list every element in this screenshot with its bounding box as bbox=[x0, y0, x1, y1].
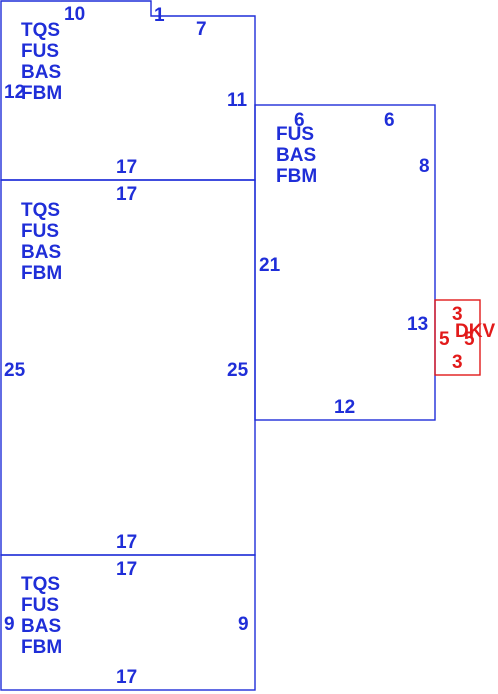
right-area-outline bbox=[254, 104, 436, 421]
middle-left-dim-top: 17 bbox=[116, 184, 137, 205]
bottom-left-dim-bottom: 17 bbox=[116, 667, 137, 688]
top-left-code: FBM bbox=[21, 83, 62, 104]
right-code: FUS bbox=[276, 124, 314, 145]
middle-left-code: BAS bbox=[21, 242, 61, 263]
bottom-left-dim-left: 9 bbox=[4, 614, 15, 635]
right-dim-top-a: 6 bbox=[294, 110, 305, 131]
small-right-area-outline bbox=[434, 299, 481, 376]
right-dim-right: 8 bbox=[419, 156, 430, 177]
middle-left-area: 17 25 25 17 TQS FUS BAS FBM bbox=[4, 184, 249, 553]
right-area: 6 6 8 21 13 12 FUS BAS FBM bbox=[259, 110, 430, 418]
bottom-left-code: FBM bbox=[21, 637, 62, 658]
middle-left-dim-right: 25 bbox=[227, 360, 249, 381]
right-dim-top-b: 6 bbox=[384, 110, 395, 131]
top-left-code: BAS bbox=[21, 62, 61, 83]
right-dim-inner: 13 bbox=[407, 314, 428, 335]
bottom-left-code: BAS bbox=[21, 616, 61, 637]
small-right-dim-top: 3 bbox=[452, 304, 463, 325]
right-dim-left: 21 bbox=[259, 255, 281, 276]
right-code: BAS bbox=[276, 145, 316, 166]
bottom-left-code: FUS bbox=[21, 595, 59, 616]
small-right-dim-bottom: 3 bbox=[452, 352, 463, 373]
bottom-left-dim-right: 9 bbox=[238, 614, 249, 635]
right-code: FBM bbox=[276, 166, 317, 187]
middle-left-dim-bottom: 17 bbox=[116, 532, 137, 553]
right-dim-bottom: 12 bbox=[334, 397, 355, 418]
top-left-dim-bottom: 17 bbox=[116, 157, 137, 178]
small-right-code: DKV bbox=[455, 321, 495, 342]
bottom-left-area: 17 9 9 17 TQS FUS BAS FBM bbox=[4, 559, 249, 688]
middle-left-code: TQS bbox=[21, 200, 60, 221]
top-left-dim-top-b: 1 bbox=[154, 5, 165, 26]
top-left-area: 10 1 7 12 11 17 TQS FUS BAS FBM bbox=[4, 4, 248, 178]
top-left-code: FUS bbox=[21, 41, 59, 62]
top-left-dim-right: 11 bbox=[227, 90, 248, 111]
top-left-dim-left: 12 bbox=[4, 82, 25, 103]
small-right-area: 3 5 5 3 DKV bbox=[439, 304, 495, 373]
top-left-dim-top-c: 7 bbox=[196, 19, 207, 40]
middle-left-code: FUS bbox=[21, 221, 59, 242]
bottom-left-dim-top: 17 bbox=[116, 559, 137, 580]
bottom-left-area-outline bbox=[0, 554, 256, 691]
bottom-left-code: TQS bbox=[21, 574, 60, 595]
small-right-dim-right: 5 bbox=[464, 329, 475, 350]
middle-left-code: FBM bbox=[21, 263, 62, 284]
small-right-dim-left: 5 bbox=[439, 329, 450, 350]
top-left-dim-top-a: 10 bbox=[64, 4, 85, 25]
middle-left-dim-left: 25 bbox=[4, 360, 26, 381]
top-left-code: TQS bbox=[21, 20, 60, 41]
